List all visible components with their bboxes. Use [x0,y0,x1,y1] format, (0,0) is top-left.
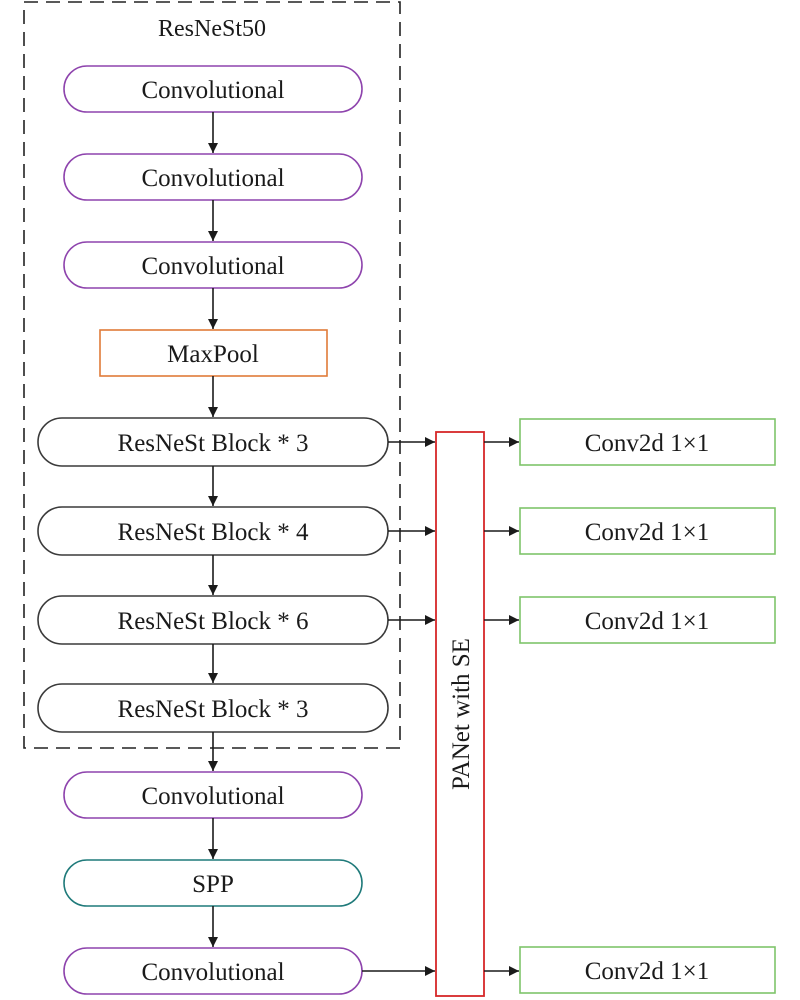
conv2d-head-4: Conv2d 1×1 [519,946,776,994]
svg-text:SPP: SPP [192,871,234,898]
resnest-block-4-node: ResNeSt Block * 3 [37,683,389,733]
svg-text:Convolutional: Convolutional [141,783,284,810]
svg-text:ResNeSt Block * 6: ResNeSt Block * 6 [118,608,309,635]
resnest-block-1-node: ResNeSt Block * 3 [37,417,389,467]
maxpool-node: MaxPool [99,329,328,377]
svg-text:Conv2d 1×1: Conv2d 1×1 [585,430,710,457]
conv2-node: Convolutional [63,153,363,201]
svg-text:Convolutional: Convolutional [141,165,284,192]
svg-text:Conv2d 1×1: Conv2d 1×1 [585,608,710,635]
svg-text:Conv2d 1×1: Conv2d 1×1 [585,519,710,546]
backbone-container [23,1,401,749]
conv1-node: Convolutional [63,65,363,113]
svg-text:Convolutional: Convolutional [141,959,284,986]
conv-a-node: Convolutional [63,771,363,819]
svg-text:ResNeSt Block * 3: ResNeSt Block * 3 [118,430,309,457]
svg-text:ResNeSt Block * 3: ResNeSt Block * 3 [118,696,309,723]
resnest-block-2-node: ResNeSt Block * 4 [37,506,389,556]
svg-text:Conv2d 1×1: Conv2d 1×1 [585,958,710,985]
conv-b-node: Convolutional [63,947,363,995]
conv3-node: Convolutional [63,241,363,289]
conv2d-head-1: Conv2d 1×1 [519,418,776,466]
svg-text:ResNeSt Block * 4: ResNeSt Block * 4 [118,519,309,546]
svg-text:MaxPool: MaxPool [167,341,259,368]
panet-node: PANet with SE [435,431,485,997]
svg-text:PANet with SE: PANet with SE [448,638,475,790]
conv2d-head-2: Conv2d 1×1 [519,507,776,555]
svg-text:Convolutional: Convolutional [141,253,284,280]
svg-text:Convolutional: Convolutional [141,77,284,104]
spp-node: SPP [63,859,363,907]
conv2d-head-3: Conv2d 1×1 [519,596,776,644]
backbone-title: ResNeSt50 [158,16,266,42]
resnest-block-3-node: ResNeSt Block * 6 [37,595,389,645]
